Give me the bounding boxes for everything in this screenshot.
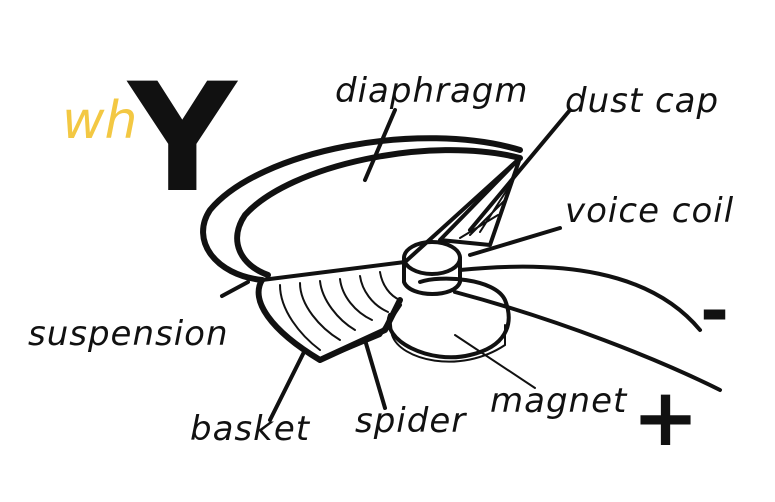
label-spider: spider (355, 401, 467, 441)
label-basket: basket (190, 409, 311, 449)
label-diaphragm: diaphragm (335, 71, 529, 111)
wire-plus (453, 290, 722, 392)
label-minus: - (700, 270, 729, 352)
wire-minus (458, 264, 702, 332)
dust-cap-ridges (438, 156, 522, 247)
label-suspension: suspension (28, 314, 229, 354)
label-voice-coil: voice coil (565, 191, 734, 231)
why-logo: wh Y (62, 52, 239, 226)
spider-outline (318, 303, 402, 362)
magnet-outline (386, 276, 511, 360)
label-plus: + (632, 371, 699, 464)
diaphragm-outline (234, 147, 523, 278)
speaker-drawing (200, 135, 722, 392)
logo-prefix: wh (62, 91, 138, 151)
suspension-outline (200, 135, 523, 283)
label-dust-cap: dust cap (565, 81, 719, 121)
label-magnet: magnet (490, 381, 628, 421)
